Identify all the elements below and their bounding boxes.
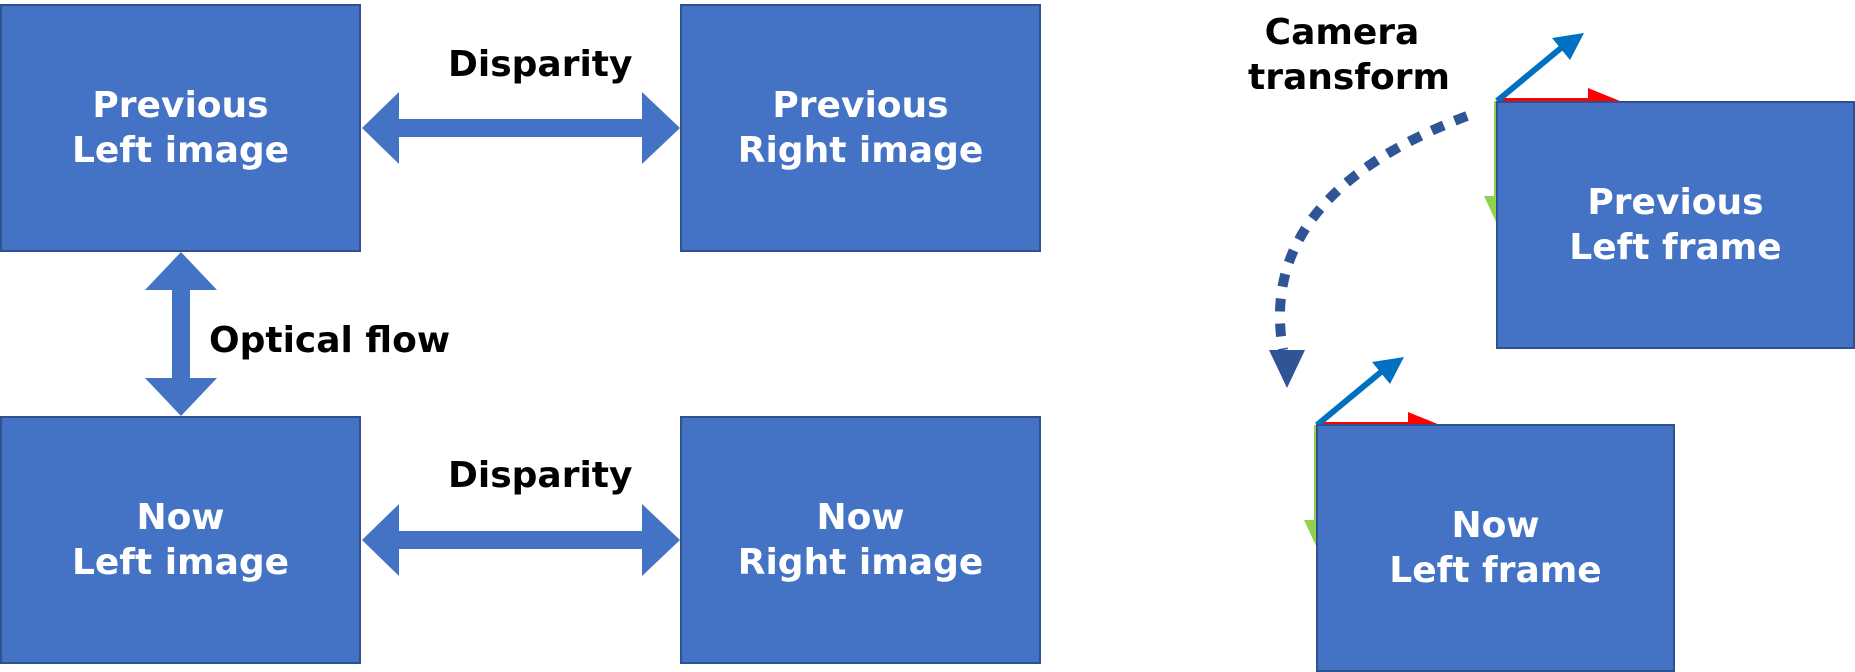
prev-axis-z-arrowhead xyxy=(1552,33,1584,60)
now-right-image-line2: Right image xyxy=(737,542,984,583)
prev-left-image-box: Previous Left image xyxy=(0,4,361,252)
disparity-bottom-arrow xyxy=(362,504,680,576)
prev-left-frame-box: Previous Left frame xyxy=(1496,101,1855,349)
camera-transform-label: Camera transform xyxy=(1248,10,1450,100)
disparity-bottom-label: Disparity xyxy=(448,455,633,496)
optical-flow-arrow xyxy=(145,252,217,416)
now-axis-z-arrowhead xyxy=(1372,357,1404,384)
prev-left-image-line2: Left image xyxy=(71,130,290,171)
prev-left-frame-line2: Left frame xyxy=(1569,227,1782,268)
prev-axis-z-arrow xyxy=(1495,45,1563,104)
disparity-top-label: Disparity xyxy=(448,44,633,85)
now-left-frame-box: Now Left frame xyxy=(1316,424,1675,672)
disparity-top-arrow xyxy=(362,92,680,164)
prev-right-image-line2: Right image xyxy=(737,130,984,171)
prev-right-image-line1: Previous xyxy=(772,85,949,126)
now-left-image-line2: Left image xyxy=(71,542,290,583)
camera-transform-line1: Camera xyxy=(1264,12,1420,53)
camera-transform-arrowhead xyxy=(1269,350,1305,388)
prev-right-image-box: Previous Right image xyxy=(680,4,1041,252)
now-left-image-box: Now Left image xyxy=(0,416,361,664)
now-right-image-line1: Now xyxy=(816,497,905,538)
now-axis-z-arrow xyxy=(1315,369,1383,428)
now-left-image-line1: Now xyxy=(136,497,225,538)
optical-flow-label: Optical flow xyxy=(209,320,451,361)
now-left-frame-line1: Now xyxy=(1451,505,1540,546)
prev-left-image-line1: Previous xyxy=(92,85,269,126)
now-left-frame-line2: Left frame xyxy=(1389,550,1602,591)
camera-transform-line2: transform xyxy=(1248,57,1450,98)
prev-left-frame-line1: Previous xyxy=(1587,182,1764,223)
now-right-image-box: Now Right image xyxy=(680,416,1041,664)
camera-transform-curve xyxy=(1274,111,1469,351)
